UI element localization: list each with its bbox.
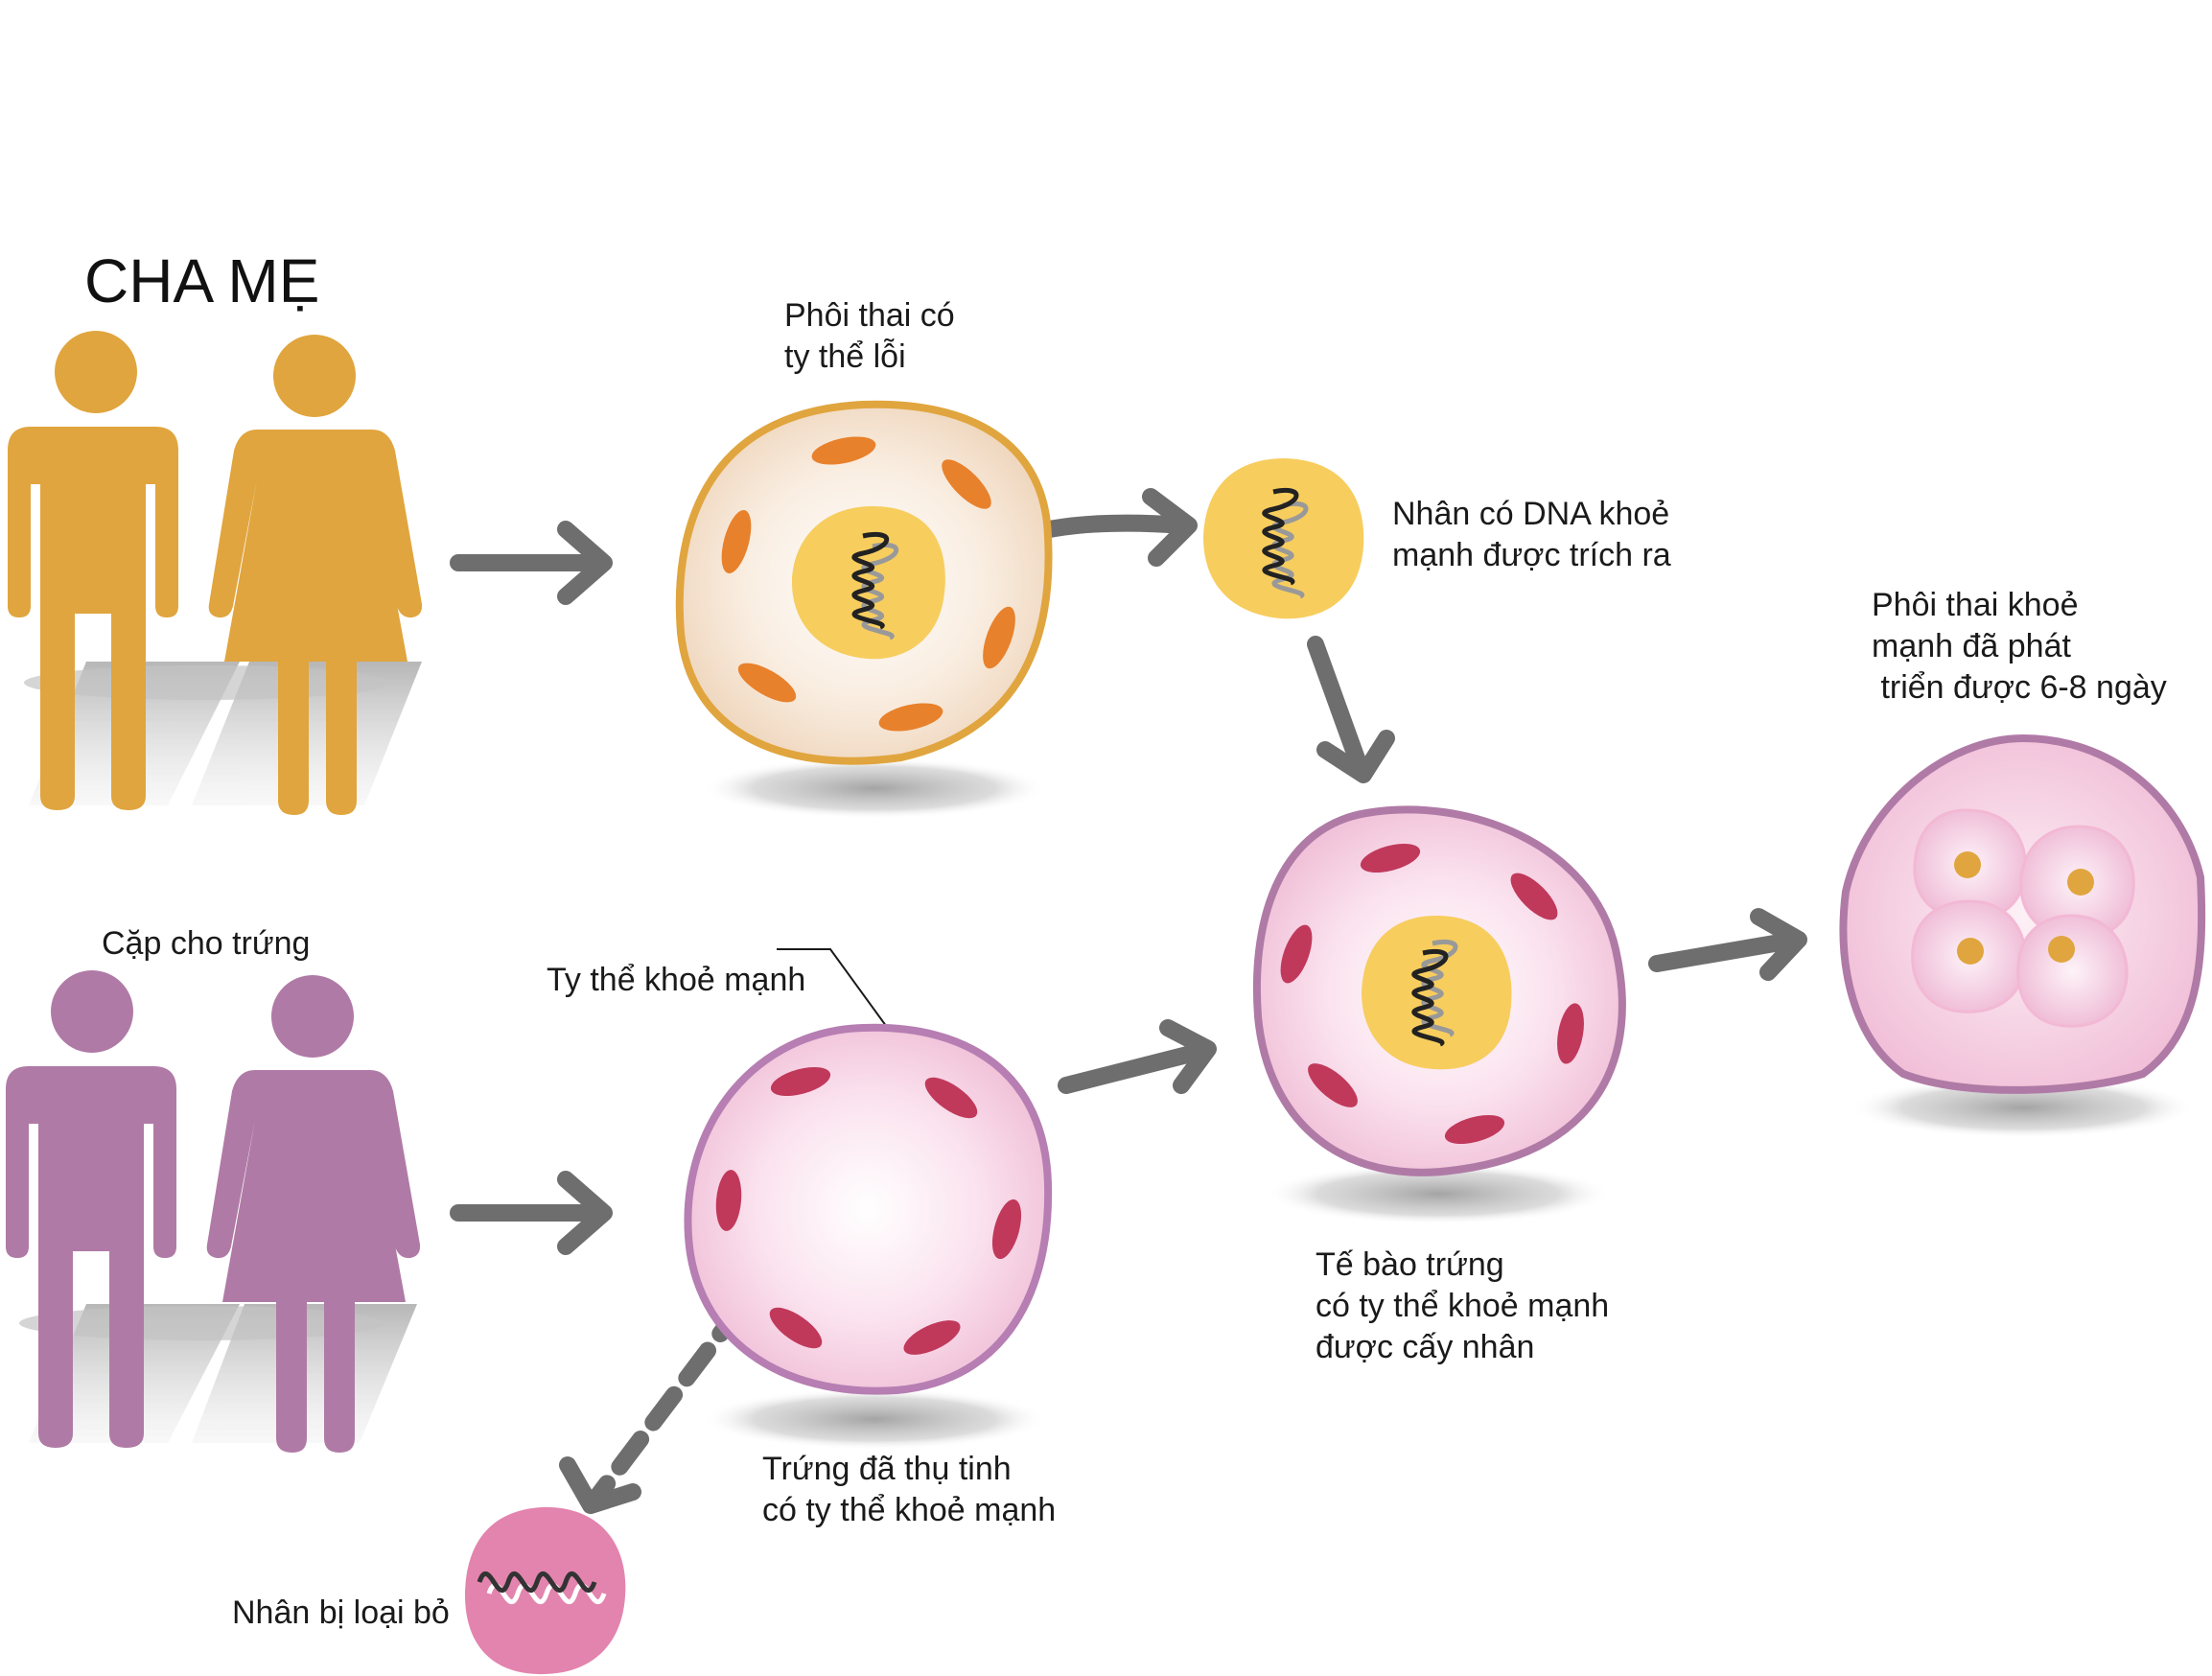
recipient-egg-mitochondria [1280,843,1584,1145]
recipient-egg-cell [1252,805,1626,1224]
extracted-nucleus-label-2: mạnh được trích ra [1392,537,1671,573]
arrow-nucleus-to-egg [1307,636,1395,783]
healthy-embryo-label-2: mạnh đã phát [1872,628,2071,664]
donor-egg-label-2: có ty thể khoẻ mạnh [762,1492,1056,1528]
parents-floor-shadow [24,662,422,805]
healthy-embryo-shadow [1851,1077,2196,1138]
faulty-embryo-nucleus [791,506,945,660]
father-icon [8,331,178,810]
faulty-mitochondria [721,436,1015,732]
donor-mother-icon [206,975,421,1453]
recipient-egg-shadow [1266,1163,1611,1224]
healthy-embryo-label-1: Phôi thai khoẻ [1872,587,2079,623]
recipient-egg-label-1: Tế bào trứng [1316,1246,1504,1283]
transplanted-nucleus [1362,916,1512,1070]
healthy-mito-label: Ty thể khoẻ mạnh [547,962,805,998]
recipient-egg-label-3: được cấy nhân [1316,1329,1534,1365]
discarded-nucleus-label: Nhân bị loại bỏ [232,1595,450,1631]
arrow-donor-egg-to-recipient [1058,1019,1217,1094]
discarded-nucleus [464,1506,626,1675]
arrow-parents-to-embryo [450,521,613,605]
extracted-nucleus [1203,458,1364,619]
extracted-nucleus-label-1: Nhân có DNA khoẻ [1392,496,1669,532]
faulty-embryo-shadow [702,757,1047,819]
donor-couple-label: Cặp cho trứng [102,925,310,962]
donor-egg-shadow [702,1388,1047,1450]
donor-figures [6,970,421,1453]
blastomere-nuclei [1954,851,2094,965]
donor-egg-mitochondria [715,1066,1022,1355]
arrow-donors-to-egg [450,1171,613,1255]
parents-title: CHA MẸ [84,246,319,315]
faulty-embryo-label-1: Phôi thai có [784,297,955,334]
donor-egg-label-1: Trứng đã thụ tinh [762,1451,1012,1487]
faulty-embryo-cell [675,400,1053,819]
faulty-embryo-label-2: ty thể lỗi [784,338,906,375]
donor-egg-cell [684,1023,1053,1450]
mother-icon [208,335,423,815]
arrow-to-healthy-embryo [1648,908,1807,981]
parents-figures [8,331,423,815]
donor-father-icon [6,970,176,1448]
healthy-embryo-label-3: triển được 6-8 ngày [1872,669,2167,706]
donor-floor-shadow [19,1304,417,1443]
healthy-embryo-cell [1839,733,2206,1138]
recipient-egg-label-2: có ty thể khoẻ mạnh [1316,1288,1609,1324]
